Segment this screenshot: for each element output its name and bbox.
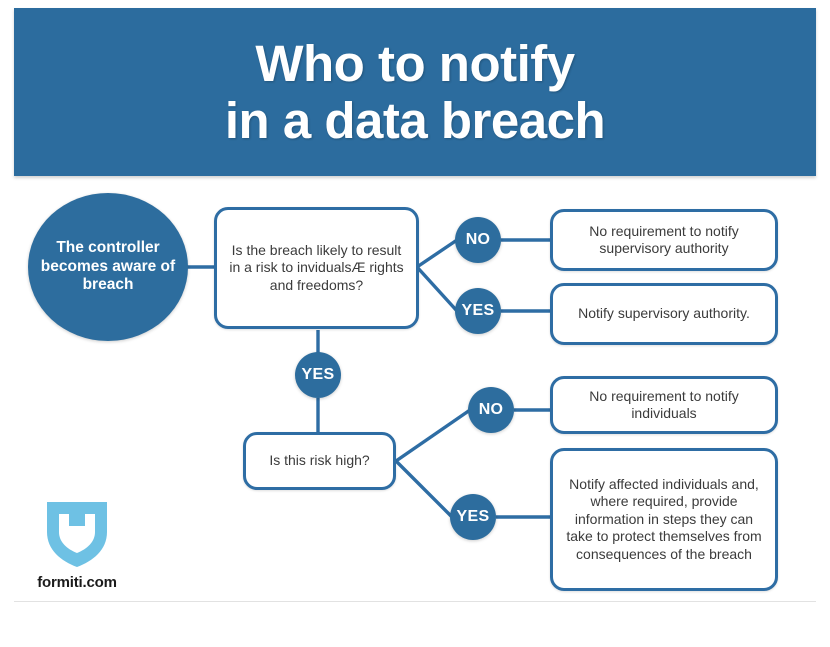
badge-decision1-yes[interactable]: YES xyxy=(455,288,501,334)
outcome-no-notify-individuals[interactable]: No requirement to notify individuals xyxy=(550,376,778,434)
brand-logo[interactable]: formiti.com xyxy=(22,498,132,591)
node-decision-risk-high-label: Is this risk high? xyxy=(269,452,370,469)
outcome-no-notify-supervisory-authority-label: No requirement to notify supervisory aut… xyxy=(589,222,739,257)
outcome-notify-supervisory-authority-label: Notify supervisory authority. xyxy=(578,305,750,322)
badge-decision1-no[interactable]: NO xyxy=(455,217,501,263)
badge-decision1-no-label: NO xyxy=(465,231,491,248)
header-banner: Who to notify in a data breach xyxy=(14,8,816,176)
node-start-label: The controller becomes aware of breach xyxy=(40,238,176,294)
wire-decision2-to-no xyxy=(395,408,471,463)
badge-decision2-yes[interactable]: YES xyxy=(450,494,496,540)
node-decision-risk-high[interactable]: Is this risk high? xyxy=(243,432,396,490)
node-start-controller-aware[interactable]: The controller becomes aware of breach xyxy=(28,193,188,341)
wire-decision1-to-yes xyxy=(415,265,459,313)
footer-divider xyxy=(14,601,816,602)
outcome-notify-affected-individuals[interactable]: Notify affected individuals and, where r… xyxy=(550,448,778,591)
badge-middle-yes[interactable]: YES xyxy=(295,352,341,398)
page-title-line-1: Who to notify xyxy=(255,34,575,92)
wire-decision1-to-no xyxy=(416,238,458,269)
page-title-line-2: in a data breach xyxy=(224,92,606,149)
shield-icon xyxy=(47,502,107,567)
outcome-no-notify-supervisory-authority[interactable]: No requirement to notify supervisory aut… xyxy=(550,209,778,271)
node-decision-breach-risk-label: Is the breach likely to result in a risk… xyxy=(229,241,404,293)
node-decision-breach-risk[interactable]: Is the breach likely to result in a risk… xyxy=(214,207,419,329)
badge-decision2-yes-label: YES xyxy=(456,508,490,525)
badge-decision2-no[interactable]: NO xyxy=(468,387,514,433)
outcome-notify-affected-individuals-label: Notify affected individuals and, where r… xyxy=(566,475,762,562)
wire-decision2-to-yes xyxy=(394,459,454,519)
badge-decision2-no-label: NO xyxy=(478,401,504,418)
badge-decision1-yes-label: YES xyxy=(461,302,495,319)
outcome-notify-supervisory-authority[interactable]: Notify supervisory authority. xyxy=(550,283,778,345)
badge-middle-yes-label: YES xyxy=(301,366,335,383)
brand-logo-text: formiti.com xyxy=(37,574,117,591)
outcome-no-notify-individuals-label: No requirement to notify individuals xyxy=(589,387,739,422)
